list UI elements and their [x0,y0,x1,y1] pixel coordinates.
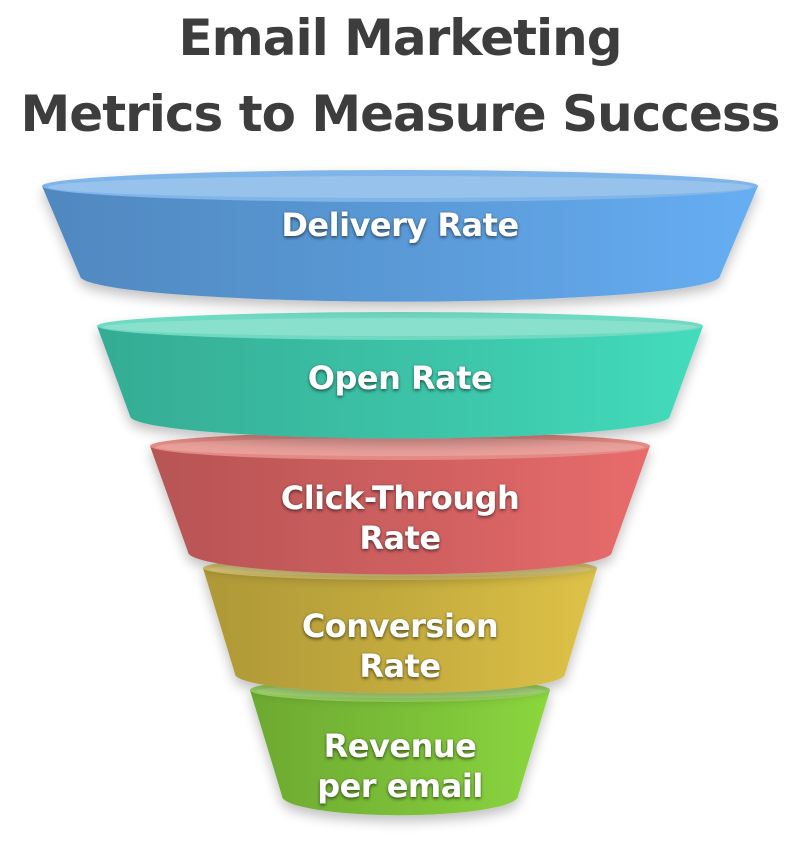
funnel-segment-body [97,326,703,439]
funnel-segment-body [150,446,650,575]
stage-label-line: Click-Through [280,479,520,517]
diagram-title-line-2: Metrics to Measure Success [20,85,781,143]
stage-label-click-through-rate: Click-Through Rate [0,478,800,558]
funnel-segment-highlight [48,176,752,198]
stage-label-line: Rate [359,647,441,685]
funnel-segment-highlight [103,318,697,336]
funnel-segment-body [250,690,550,816]
stage-label-line: Open Rate [307,359,493,397]
stage-label-conversion-rate: Conversion Rate [0,606,800,686]
funnel-segment-body [203,568,597,694]
funnel-segment-body [42,186,758,302]
funnel-segment-open-rate [97,312,703,439]
stage-label-delivery-rate: Delivery Rate [0,205,800,245]
stage-label-line: per email [317,767,483,805]
funnel-segment-delivery-rate [42,170,758,302]
funnel-segment-click-through-rate [150,432,650,575]
funnel-segment-highlight [156,438,644,456]
stage-label-line: Revenue [323,727,477,765]
diagram-title-line-1: Email Marketing [178,9,622,67]
stage-label-line: Delivery Rate [281,206,519,244]
stage-label-revenue-per-email: Revenue per email [0,726,800,806]
stage-label-line: Rate [359,519,441,557]
stage-label-line: Conversion [301,607,499,645]
stage-label-open-rate: Open Rate [0,358,800,398]
